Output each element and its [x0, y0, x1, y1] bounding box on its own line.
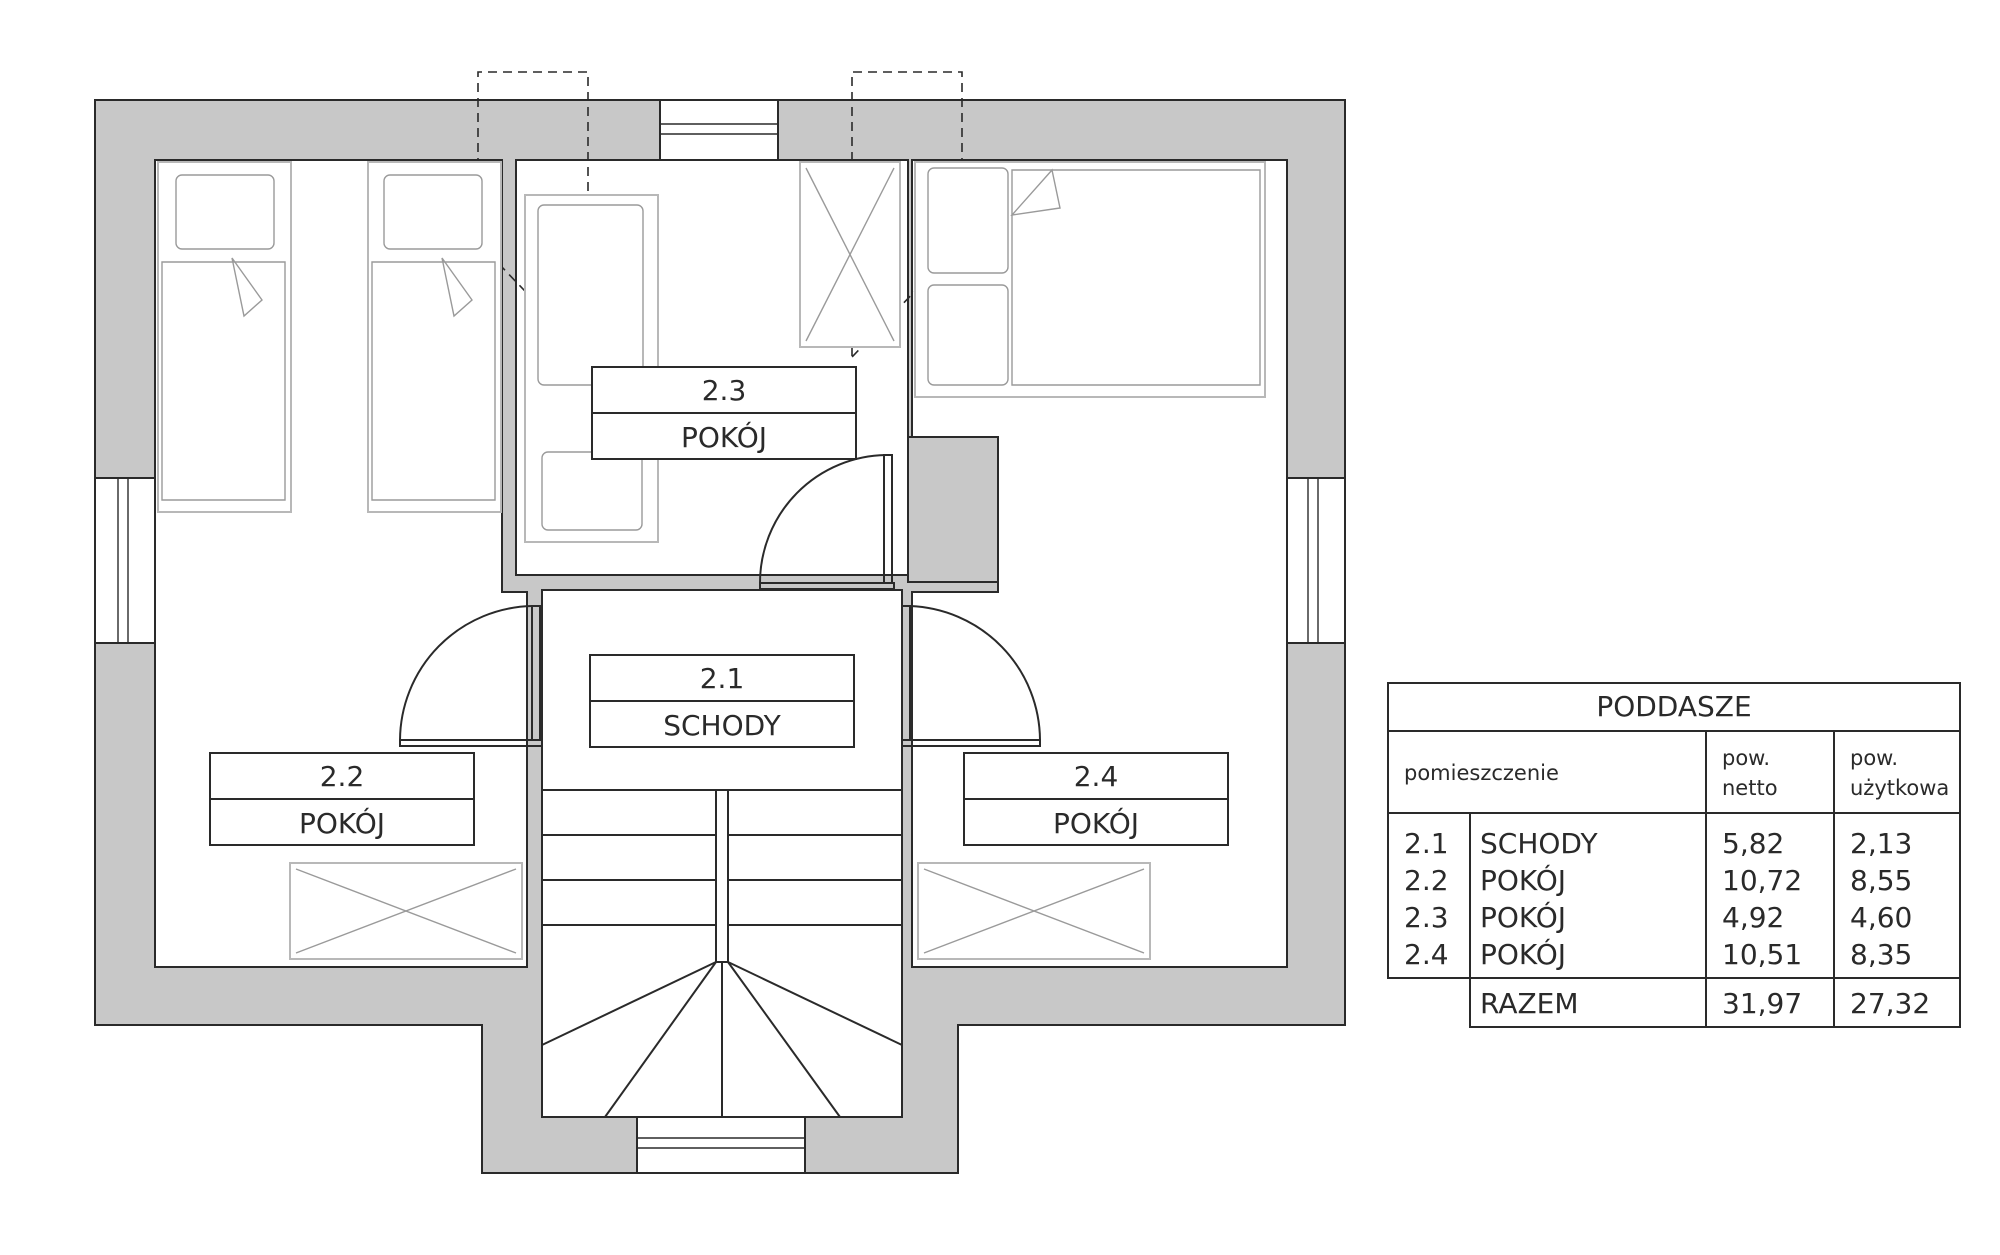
bed-left-1 [157, 161, 292, 513]
svg-text:POKÓJ: POKÓJ [1480, 900, 1566, 934]
room-number: 2.1 [700, 662, 745, 695]
room-name: POKÓJ [1053, 806, 1139, 840]
window-left [94, 477, 156, 644]
svg-text:POKÓJ: POKÓJ [1480, 937, 1566, 971]
door-room-2-4 [901, 605, 1041, 747]
total-usable: 27,32 [1850, 987, 1930, 1020]
room-name: POKÓJ [681, 420, 767, 454]
header-usable-1: pow. [1850, 746, 1898, 770]
window-right [1286, 477, 1346, 644]
total-net: 31,97 [1722, 987, 1802, 1020]
table-total-row: RAZEM 31,97 27,32 [1480, 987, 1930, 1020]
bed-left-2 [367, 161, 502, 513]
door-room-2-2 [399, 605, 543, 747]
table-row: 2.4 POKÓJ 10,51 8,35 [1404, 937, 1912, 971]
header-net-1: pow. [1722, 746, 1770, 770]
svg-text:2,13: 2,13 [1850, 827, 1912, 860]
svg-text:2.4: 2.4 [1404, 938, 1449, 971]
table-row: 2.1 SCHODY 5,82 2,13 [1404, 827, 1912, 860]
svg-text:2.2: 2.2 [1404, 864, 1449, 897]
room-number: 2.4 [1074, 760, 1119, 793]
room-label-2-4: 2.4 POKÓJ [963, 752, 1229, 846]
svg-text:2.3: 2.3 [1404, 901, 1449, 934]
wardrobe-room-2-2 [289, 862, 523, 960]
door-room-2-3 [759, 454, 895, 590]
staircase [541, 789, 903, 1118]
svg-text:5,82: 5,82 [1722, 827, 1784, 860]
svg-text:8,35: 8,35 [1850, 938, 1912, 971]
wall-pillar [907, 436, 999, 583]
bed-room-2-4 [914, 161, 1266, 398]
svg-text:4,92: 4,92 [1722, 901, 1784, 934]
room-label-2-2: 2.2 POKÓJ [209, 752, 475, 846]
wardrobe-room-2-4 [917, 862, 1151, 960]
room-name: POKÓJ [299, 806, 385, 840]
svg-text:SCHODY: SCHODY [1480, 827, 1598, 860]
room-number: 2.3 [702, 374, 747, 407]
header-room: pomieszczenie [1404, 761, 1559, 785]
total-label: RAZEM [1480, 987, 1579, 1020]
area-table: PODDASZE pomieszczenie pow. netto pow. u… [1387, 682, 1961, 1028]
svg-text:POKÓJ: POKÓJ [1480, 863, 1566, 897]
table-row: 2.3 POKÓJ 4,92 4,60 [1404, 900, 1912, 934]
wardrobe-room-2-3 [799, 161, 901, 348]
svg-text:8,55: 8,55 [1850, 864, 1912, 897]
header-net-2: netto [1722, 776, 1778, 800]
room-label-2-3: 2.3 POKÓJ [591, 366, 857, 460]
table-row: 2.2 POKÓJ 10,72 8,55 [1404, 863, 1912, 897]
room-name: SCHODY [663, 709, 781, 742]
room-label-2-1: 2.1 SCHODY [589, 654, 855, 748]
header-usable-2: użytkowa [1850, 776, 1949, 800]
svg-text:2.1: 2.1 [1404, 827, 1449, 860]
svg-text:4,60: 4,60 [1850, 901, 1912, 934]
window-bottom [636, 1116, 806, 1174]
room-number: 2.2 [320, 760, 365, 793]
window-top [659, 99, 779, 161]
table-title: PODDASZE [1596, 690, 1751, 723]
svg-text:10,51: 10,51 [1722, 938, 1802, 971]
svg-text:10,72: 10,72 [1722, 864, 1802, 897]
